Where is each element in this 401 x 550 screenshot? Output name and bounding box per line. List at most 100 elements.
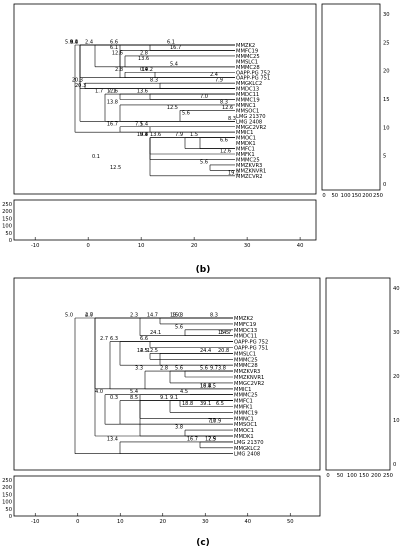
leaf-label: MMMC25 [236,157,260,163]
branch-length-label: 12.5 [205,436,216,442]
branch-length-label: 2.8 [140,50,148,56]
branch-length-label: 9.1 [170,395,178,401]
branch-length-label: 4.5 [180,389,188,395]
branch-length-label: 7.9 [215,78,223,84]
branch-length-label: 24.4 [200,348,211,354]
branch-length-label: 2.7 [85,313,93,319]
branch-length-label: 18.8 [200,383,211,389]
branch-length-label: 2.3 [130,313,138,319]
bar-y-tick-label: 100 [2,224,12,230]
branch-length-label: 12.5 [147,348,158,354]
branch-length-label: 10.9 [210,419,221,425]
x-tick-label: 10 [138,243,145,249]
leaf-label: MMFC19 [236,48,258,54]
leaf-label: MMMC25 [234,357,258,363]
leaf-label: MMZK2 [234,316,253,322]
bar-y-tick-label: 0 [9,514,12,520]
bar-y-tick-label: 100 [2,500,12,506]
branch-length-label: 18.8 [182,401,193,407]
branch-length-label: 4.5 [140,348,148,354]
branch-length-label: 8.3 [210,313,218,319]
leaf-label: MMMC25 [236,54,260,60]
branch-length-label: 20.3 [72,78,83,84]
branch-length-label: 16.7 [107,121,118,127]
branch-length-label: 12.6 [107,89,118,95]
branch-length-label: 2.7 [100,336,108,342]
branch-length-label: 14.7 [147,313,158,319]
branch-length-label: 0.3 [110,395,118,401]
leaf-label: MMZKVR3 [234,369,260,375]
x-tick-label: 40 [297,243,304,249]
branch-length-label: 19.0 [170,313,181,319]
leaf-label: OAPP-PG 752 [234,340,268,346]
x-tick-label: 0 [76,519,79,525]
branch-length-label: 3.3 [135,366,143,372]
leaf-label: MMMC28 [234,363,258,369]
leaf-label: MMNC1 [234,416,254,422]
branch-length-label: 1.5 [190,132,198,138]
branch-length-label: 24.1 [150,330,161,336]
leaf-label: MMOC1 [234,428,254,434]
leaf-label: MMGC2VR2 [234,381,264,387]
side-x-tick-label: 50 [337,473,344,479]
leaf-label: MMDC11 [234,334,257,340]
side-x-tick-label: 250 [373,193,383,199]
leaf-label: MMZKVR3 [236,163,262,169]
leaf-label: MMZCVR2 [236,174,263,180]
leaf-label: MMFK1 [236,152,255,158]
leaf-label: MMFC1 [234,399,253,405]
branch-length-label: 9.4 [140,132,148,138]
panel-label-c: (c) [196,538,210,548]
x-tick-label: -10 [31,519,39,525]
branch-length-label: 10.8 [137,132,148,138]
side-x-tick-label: 150 [359,473,369,479]
leaf-label: MMIC1 [234,387,251,393]
side-frame-b [321,3,381,191]
branch-length-label: 12.6 [222,105,233,111]
branch-length-label: 3.8 [175,425,183,431]
x-tick-label: 40 [244,519,251,525]
panel-label-b: (b) [196,265,211,275]
leaf-label: LMG 2408 [234,452,260,458]
tree-frame-c [13,277,321,471]
branch-length-label: 5.4 [170,61,178,67]
branch-length-label: 5.9 [65,40,73,46]
branch-length-label: 12.5 [167,105,178,111]
leaf-label: MMDK1 [234,434,254,440]
side-x-tick-label: 0 [322,193,325,199]
branch-length-label: 8.3 [150,78,158,84]
branch-length-label: 7.0 [200,94,208,100]
side-x-tick-label: 100 [347,473,357,479]
branch-length-label: 6.6 [220,138,228,144]
leaf-label: MMDC11 [236,92,259,98]
branch-length-label: 0.1 [92,154,100,160]
branch-length-label: 1.0 [70,40,78,46]
x-tick-label: 0 [87,243,90,249]
branch-length-label: 13.6 [150,132,161,138]
leaf-label: MMIC1 [236,130,253,136]
branch-length-label: 15.3 [172,313,183,319]
branch-length-label: 7.9 [208,436,216,442]
branch-length-label: 20.8 [218,348,229,354]
branch-length-label: 14.7 [220,330,231,336]
branch-length-label: 13.6 [137,89,148,95]
branch-length-label: 5.7 [140,132,148,138]
branch-length-label: 6.1 [110,45,118,51]
side-y-tick-label: 0 [393,462,396,468]
branch-length-label: 0.4 [70,40,78,46]
side-x-tick-label: 250 [383,473,393,479]
branch-length-label: 19.2 [142,67,153,73]
branch-length-label: 5.0 [65,313,73,319]
side-y-tick-label: 0 [383,182,386,188]
branch-length-label: 0.1 [70,40,78,46]
branch-length-label: 13.8 [107,99,118,105]
leaf-label: MMNC1 [236,103,256,109]
branch-length-label: 7.1 [108,89,116,95]
branch-length-label: 9.1 [160,395,168,401]
bar-y-tick-label: 150 [2,492,12,498]
branch-length-label: 12.6 [112,50,123,56]
branch-length-label: 5.6 [200,159,208,165]
x-tick-label: 20 [191,243,198,249]
branch-length-label: 5.6 [175,366,183,372]
